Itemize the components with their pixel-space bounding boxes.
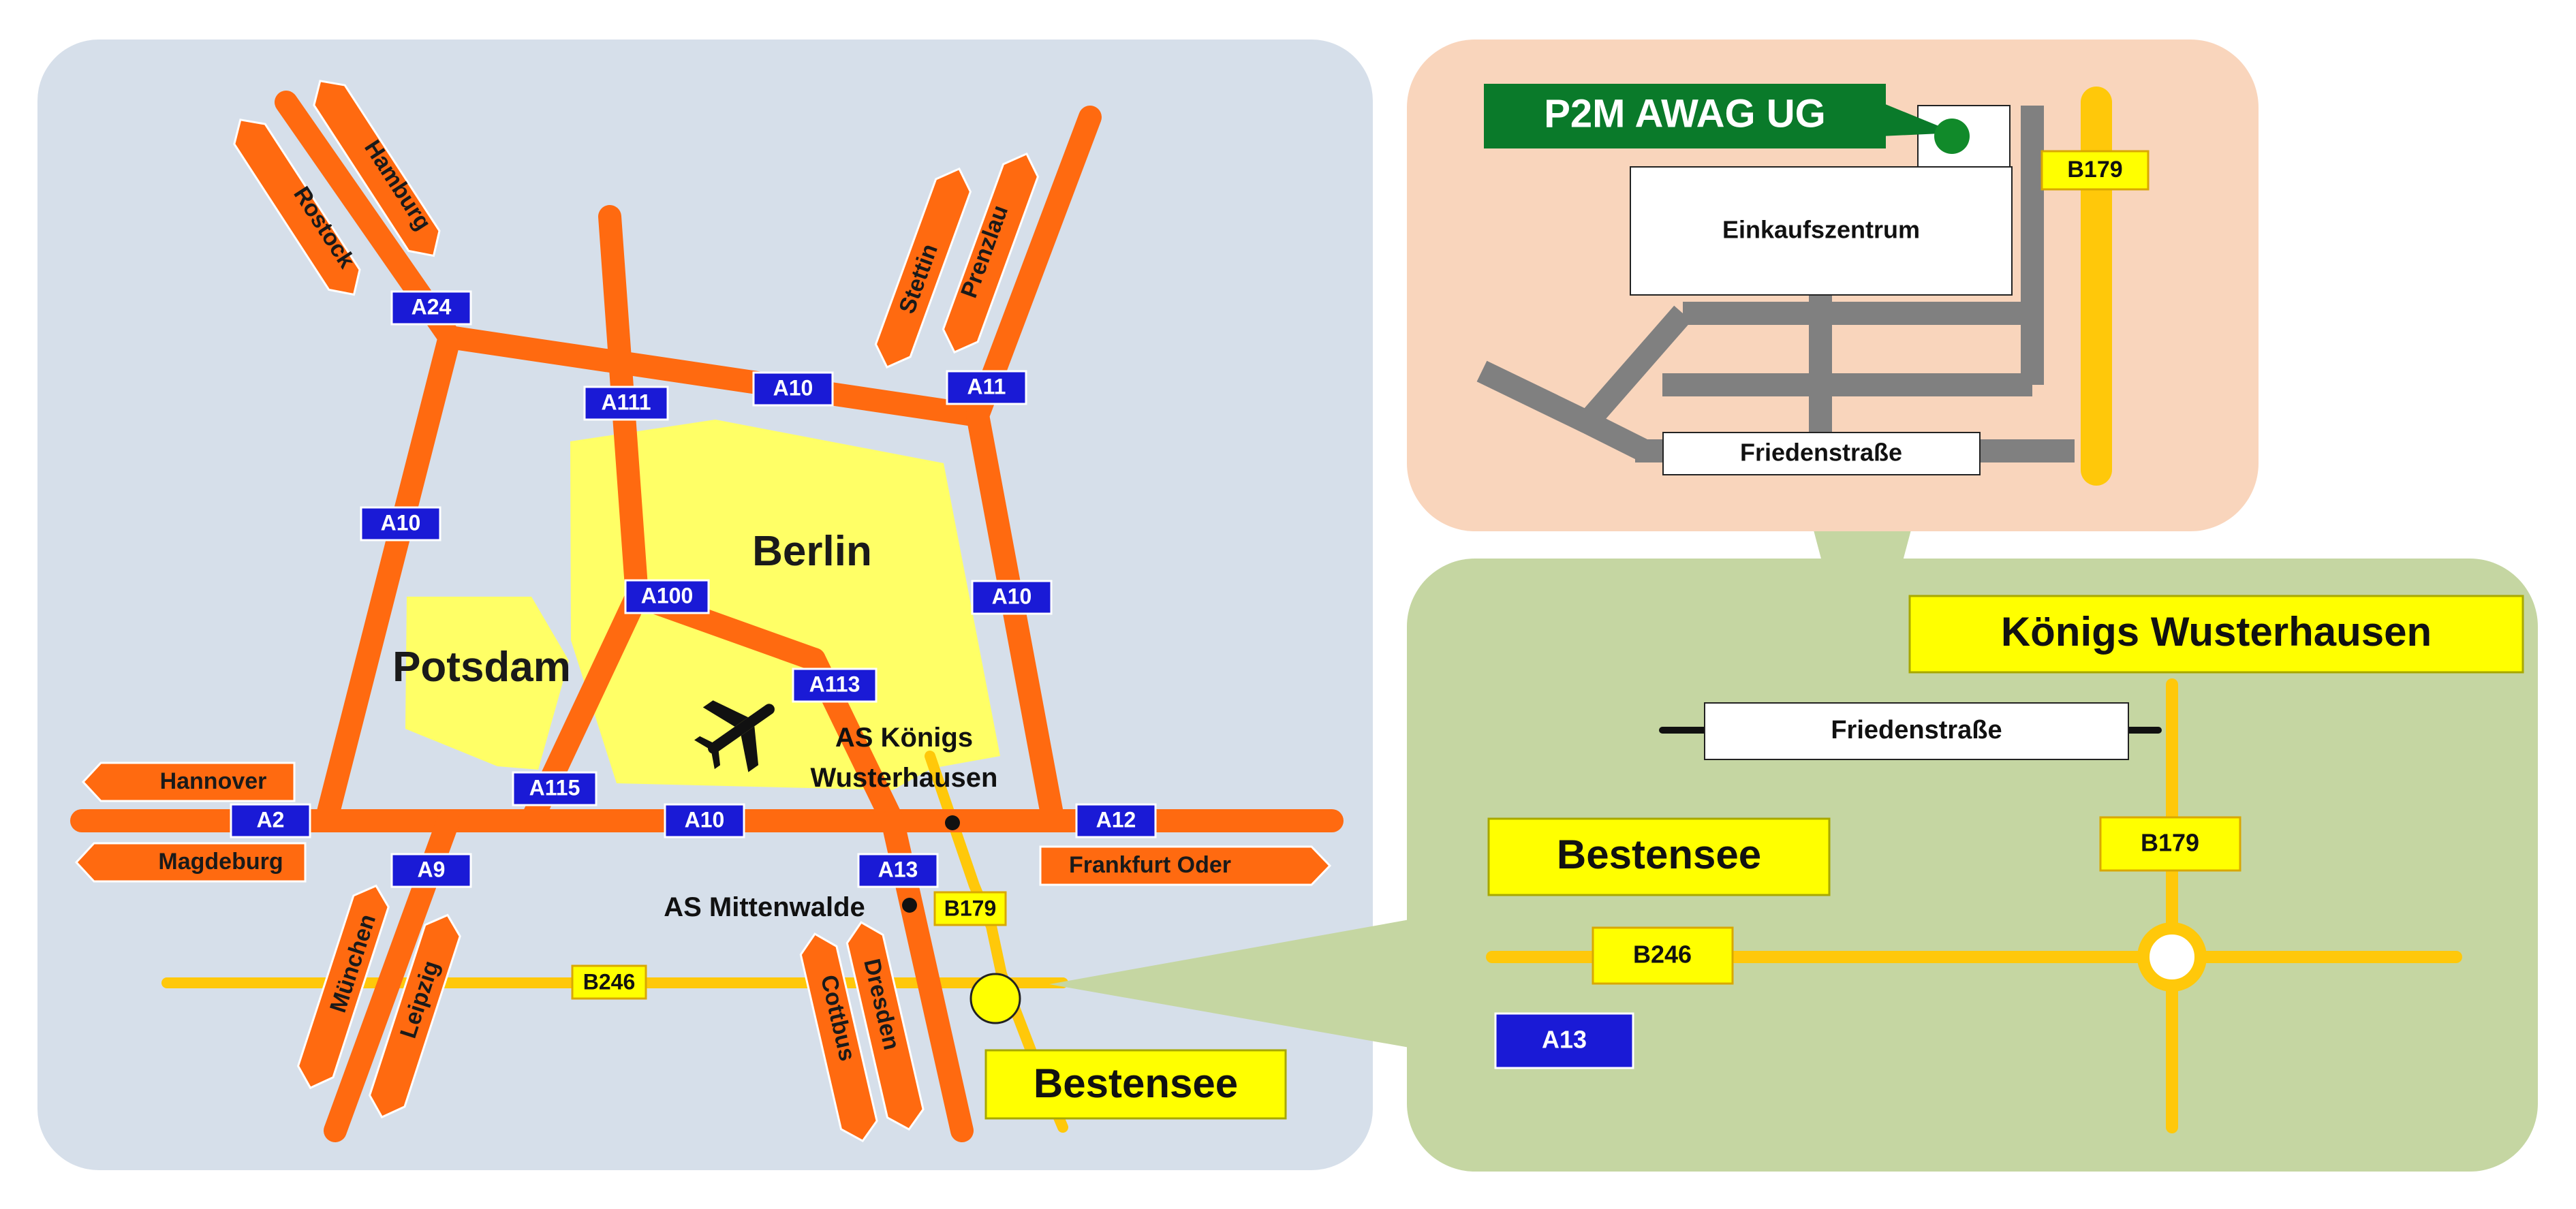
junction-mittenwalde-dot <box>902 898 917 913</box>
local-b179-badge <box>2099 816 2241 872</box>
sign-hannover-shape <box>81 761 296 802</box>
sign-prenzlau-shape <box>942 152 1040 354</box>
detail-road-west <box>1476 360 1593 433</box>
local-b179-label: B179 <box>2141 829 2199 857</box>
sign-leipzig-shape <box>368 913 461 1119</box>
a11-badge-label: A11 <box>967 374 1006 398</box>
b179-badge <box>933 891 1007 926</box>
sign-frankfurt-shape <box>1039 845 1332 886</box>
airplane-icon <box>694 700 775 772</box>
dest-magdeburg-label: Magdeburg <box>158 849 283 875</box>
bestensee-label: Bestensee <box>1034 1061 1238 1106</box>
sign-muenchen-shape <box>296 884 390 1090</box>
a113-badge-label: A113 <box>809 672 860 696</box>
local-panel: Friedenstraße Königs Wusterhausen Besten… <box>1407 559 2538 1172</box>
junction-kw-dot <box>945 815 960 830</box>
a10-west-badge-label: A10 <box>381 510 421 535</box>
road-a10-west <box>315 326 461 829</box>
detail-b179-label: B179 <box>2067 157 2122 183</box>
local-roundabout <box>2137 922 2207 992</box>
a100-badge-label: A100 <box>641 583 694 608</box>
road-a10-north <box>438 326 989 427</box>
bestensee-label-box <box>984 1049 1287 1120</box>
a24-badge-label: A24 <box>412 294 452 319</box>
a12-badge-label: A12 <box>1096 807 1136 832</box>
potsdam-area <box>405 597 569 770</box>
direction-signs <box>74 80 1332 1143</box>
detail-b179-badge <box>2040 150 2150 191</box>
sign-cottbus-shape <box>799 932 878 1143</box>
junction-mittenwalde-label: AS Mittenwalde <box>664 892 865 922</box>
junction-kw-label-1: AS Königs <box>835 723 973 753</box>
sign-rostock-shape <box>233 119 361 296</box>
a115-badge-label: A115 <box>529 775 580 800</box>
sign-stettin-shape <box>874 167 972 369</box>
city-berlin-label: Berlin <box>752 528 872 575</box>
callout-to-local <box>1049 918 1417 1049</box>
company-name: P2M AWAG UG <box>1544 91 1826 136</box>
town-main-box <box>1908 595 2524 674</box>
local-b246-badge <box>1592 926 1734 985</box>
a10-east-badge-label: A10 <box>992 584 1032 608</box>
b179-badge-label: B179 <box>944 896 997 920</box>
sign-dresden-shape <box>845 921 925 1131</box>
b246-badge <box>571 964 647 1000</box>
b246-badge-label: B246 <box>583 969 636 994</box>
overview-panel: Rostock Hamburg Stettin Prenzlau Hannove… <box>37 40 1373 1170</box>
a111-badge-label: A111 <box>602 390 651 414</box>
town-other-label: Bestensee <box>1557 832 1761 877</box>
city-potsdam-label: Potsdam <box>392 644 571 691</box>
local-a13-badge <box>1494 1012 1634 1069</box>
detail-street-box <box>1662 432 1981 475</box>
dest-frankfurt-label: Frankfurt Oder <box>1069 852 1231 878</box>
sign-magdeburg-shape <box>74 842 307 883</box>
a2-badge-label: A2 <box>257 807 285 832</box>
mall-building <box>1630 166 2013 296</box>
local-a13-label: A13 <box>1542 1026 1587 1054</box>
dest-hannover-label: Hannover <box>160 768 267 794</box>
sign-hamburg-shape <box>313 80 441 257</box>
a10-north-badge-label: A10 <box>773 375 813 400</box>
a13-badge-label: A13 <box>878 857 918 881</box>
local-street-label: Friedenstraße <box>1831 716 2002 744</box>
detail-street-label: Friedenstraße <box>1740 439 1902 467</box>
company-banner <box>1484 84 1886 148</box>
road-a10-east <box>966 404 1064 829</box>
detail-panel: Einkaufszentrum P2M AWAG UG B179 Frieden… <box>1407 40 2259 531</box>
bestensee-marker <box>969 973 1021 1024</box>
road-a11-line <box>966 106 1102 427</box>
junction-kw-label-2: Wusterhausen <box>811 763 998 793</box>
town-other-box <box>1487 817 1831 896</box>
motorway-badges: A24 A10 A111 A11 A10 A10 A100 A113 A115 … <box>230 290 1157 888</box>
company-location-dot <box>1934 119 1970 154</box>
mall-label: Einkaufszentrum <box>1722 216 1920 244</box>
local-street-box <box>1704 702 2129 760</box>
town-main-label: Königs Wusterhausen <box>2001 609 2432 655</box>
a9-badge-label: A9 <box>418 857 446 881</box>
berlin-area <box>570 420 1000 790</box>
local-b246-label: B246 <box>1633 941 1692 969</box>
a10-south-badge-label: A10 <box>685 807 725 832</box>
